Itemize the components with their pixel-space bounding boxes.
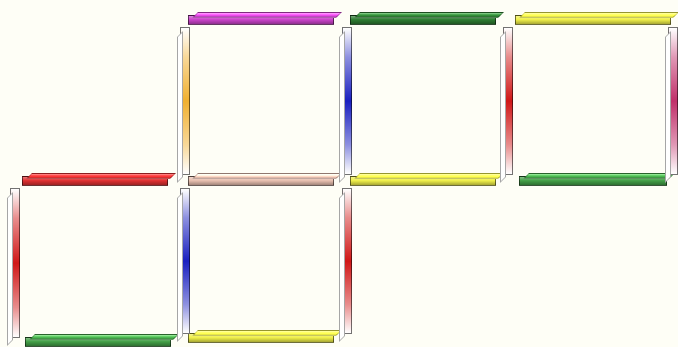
h-top-matchstick-3[interactable] <box>515 15 671 25</box>
h-bot-matchstick-0[interactable] <box>25 337 171 347</box>
v-bot-matchstick-1[interactable] <box>180 188 190 334</box>
h-mid-matchstick-1[interactable] <box>188 176 334 186</box>
h-mid-matchstick-3[interactable] <box>519 176 667 186</box>
v-bot-matchstick-0[interactable] <box>10 188 20 338</box>
v-bot-matchstick-2[interactable] <box>342 188 352 334</box>
v-top-matchstick-4[interactable] <box>668 27 678 175</box>
h-bot-matchstick-1[interactable] <box>188 333 334 343</box>
h-mid-matchstick-0[interactable] <box>22 176 168 186</box>
h-top-matchstick-1[interactable] <box>188 15 334 25</box>
v-top-matchstick-1[interactable] <box>180 27 190 175</box>
h-mid-matchstick-2[interactable] <box>350 176 496 186</box>
v-top-matchstick-2[interactable] <box>342 27 352 175</box>
v-top-matchstick-3[interactable] <box>503 27 513 175</box>
h-top-matchstick-2[interactable] <box>350 15 496 25</box>
